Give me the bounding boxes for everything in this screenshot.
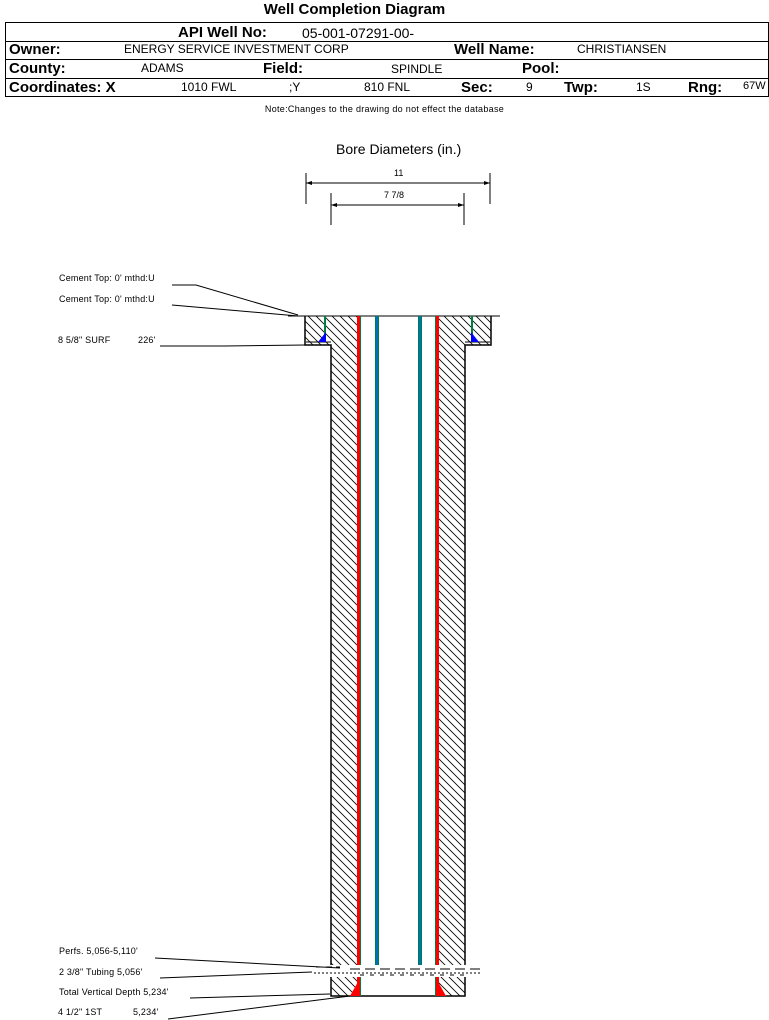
label-production-casing: 4 1/2" 1ST (58, 1007, 103, 1017)
production-shoe-cement-left (350, 980, 359, 996)
surface-cement-left (305, 316, 358, 345)
sec-label: Sec: (461, 79, 493, 96)
twp-value: 1S (636, 80, 651, 94)
county-label: County: (9, 60, 66, 77)
label-cement-top-2: Cement Top: 0' mthd:U (59, 294, 155, 304)
dim-11-arrow-left (306, 181, 312, 185)
x-coordinate-value: 1010 FWL (181, 80, 237, 94)
bore-diameters-title: Bore Diameters (in.) (336, 141, 462, 157)
owner-row: Owner: ENERGY SERVICE INVESTMENT CORP We… (6, 41, 768, 60)
owner-value: ENERGY SERVICE INVESTMENT CORP (124, 42, 349, 56)
dimension-7-7-8 (330, 193, 465, 225)
county-value: ADAMS (141, 61, 184, 75)
page-title: Well Completion Diagram (263, 1, 446, 18)
label-surface-casing: 8 5/8" SURF (58, 335, 111, 345)
leader-production-casing (167, 995, 351, 1020)
pool-label: Pool: (522, 60, 560, 77)
leader-tubing (159, 971, 313, 979)
well-name-label: Well Name: (454, 41, 535, 58)
bore-diameter-inner: 7 7/8 (384, 190, 405, 200)
coordinates-label: Coordinates: X (9, 79, 116, 96)
production-cement-right (438, 345, 465, 996)
field-label: Field: (263, 60, 303, 77)
api-row: API Well No: 05-001-07291-00- (6, 23, 768, 42)
api-value: 05-001-07291-00- (302, 25, 415, 41)
leader-cement-top-1 (172, 284, 299, 316)
label-perfs: Perfs. 5,056-5,110' (59, 946, 138, 956)
perforation-zone (312, 965, 482, 977)
well-name-value: CHRISTIANSEN (577, 42, 667, 56)
leader-lines (154, 284, 351, 1020)
surface-shoe-cement-left (318, 332, 326, 342)
label-total-vertical-depth: Total Vertical Depth 5,234' (59, 987, 169, 997)
leader-surface-casing (160, 344, 306, 347)
label-surface-casing-depth: 226' (138, 335, 156, 345)
y-coordinate-label: ;Y (289, 80, 301, 94)
y-coordinate-value: 810 FNL (364, 80, 411, 94)
twp-label: Twp: (564, 79, 598, 96)
production-shoe-cement-right (437, 980, 446, 996)
rng-value: 67W (743, 80, 766, 92)
surface-cement-right (438, 316, 491, 345)
dimension-11 (305, 173, 491, 204)
leader-perfs (154, 957, 341, 969)
dim-778-arrow-right (458, 203, 464, 207)
well-header-table: API Well No: 05-001-07291-00- Owner: ENE… (5, 22, 769, 97)
rng-label: Rng: (688, 79, 723, 96)
leader-tvd (189, 993, 331, 999)
dim-778-arrow-left (331, 203, 337, 207)
production-cement-left (331, 345, 358, 996)
coordinates-row: Coordinates: X 1010 FWL ;Y 810 FNL Sec: … (6, 79, 768, 97)
label-cement-top-1: Cement Top: 0' mthd:U (59, 273, 155, 283)
dim-11-arrow-right (484, 181, 490, 185)
leader-cement-top-2 (171, 304, 299, 317)
production-casing-right (436, 316, 439, 996)
surface-shoe-cement-right (471, 332, 479, 342)
production-casing-left (357, 316, 360, 996)
label-tubing: 2 3/8" Tubing 5,056' (59, 967, 143, 977)
field-value: SPINDLE (391, 62, 443, 76)
borehole-outline (304, 316, 492, 997)
owner-label: Owner: (9, 41, 61, 58)
api-label: API Well No: (178, 24, 267, 41)
sec-value: 9 (526, 80, 533, 94)
label-production-casing-depth: 5,234' (133, 1007, 159, 1017)
bore-diameter-outer: 11 (394, 168, 404, 178)
county-row: County: ADAMS Field: SPINDLE Pool: (6, 60, 768, 79)
database-note: Note:Changes to the drawing do not effec… (264, 104, 505, 114)
